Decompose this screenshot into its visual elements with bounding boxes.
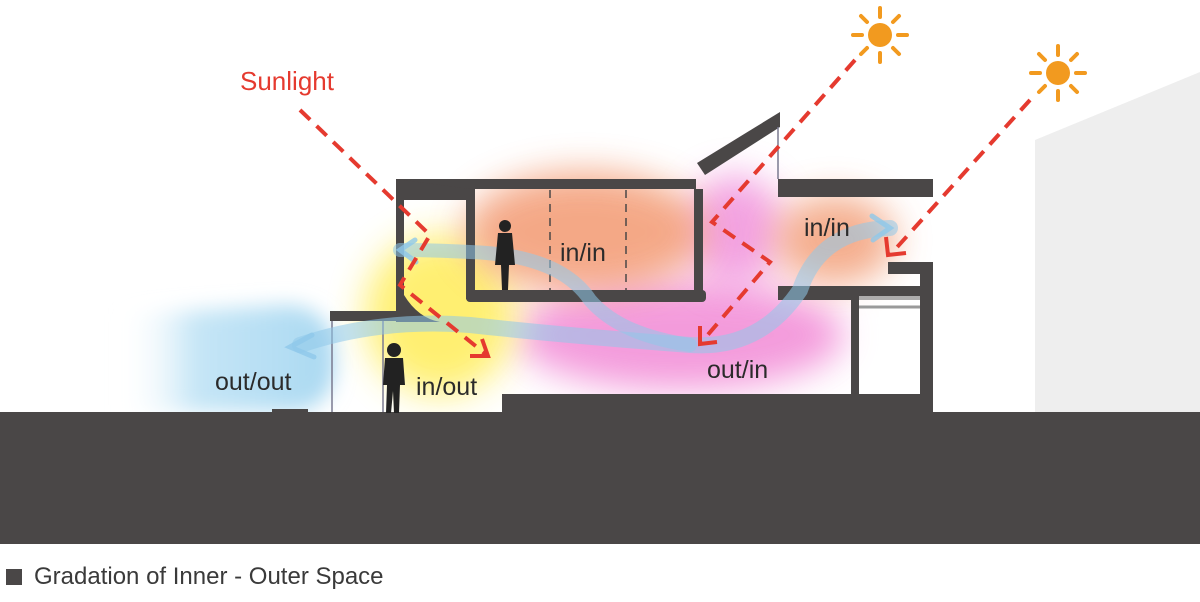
sunlight-label: Sunlight bbox=[240, 66, 335, 96]
lower-floor-slab bbox=[502, 394, 932, 414]
right-interior-column bbox=[851, 296, 859, 396]
airflow-arrowhead-right bbox=[869, 213, 895, 243]
upper-room-wall-right bbox=[694, 189, 703, 301]
person-icon bbox=[383, 343, 405, 413]
zone-label-out-out: out/out bbox=[215, 368, 292, 396]
roof-left-eave bbox=[396, 179, 470, 200]
airflow-arrowhead-left bbox=[284, 332, 317, 360]
zone-label-in-in-right: in/in bbox=[804, 214, 850, 242]
canopy bbox=[330, 311, 414, 321]
slanted-roof bbox=[697, 112, 780, 175]
out-out-glow bbox=[120, 305, 335, 412]
airflow-upper bbox=[393, 243, 697, 352]
ground bbox=[0, 412, 1200, 544]
right-roof bbox=[778, 179, 933, 197]
zone-label-in-out: in/out bbox=[416, 373, 477, 401]
in-in-glow-upper bbox=[465, 172, 705, 292]
legend-caption: Gradation of Inner - Outer Space bbox=[6, 561, 384, 593]
sunlight-rays bbox=[298, 58, 1032, 358]
ray-right bbox=[888, 98, 1032, 257]
caption-text: Gradation of Inner - Outer Space bbox=[34, 563, 384, 590]
building-structure bbox=[0, 112, 1200, 544]
step bbox=[272, 409, 308, 415]
right-wall-lower bbox=[920, 262, 933, 412]
neighbor-building bbox=[1035, 72, 1200, 412]
airflow-paths bbox=[284, 213, 898, 360]
out-in-glow-upper bbox=[685, 175, 785, 285]
roof-left bbox=[396, 179, 696, 189]
zone-label-out-in: out/in bbox=[707, 356, 768, 384]
ray-left bbox=[298, 108, 490, 358]
airflow-arrowhead-upper bbox=[395, 237, 419, 265]
glazing bbox=[331, 127, 920, 412]
square-bullet-icon bbox=[6, 569, 22, 585]
person-icon bbox=[495, 220, 515, 290]
sun-icon bbox=[1029, 44, 1087, 102]
upper-room-wall-left bbox=[466, 189, 475, 299]
sunlight-arrowheads bbox=[470, 236, 907, 358]
sun-icon bbox=[851, 6, 909, 64]
zone-label-in-in-upper: in/in bbox=[560, 239, 606, 267]
